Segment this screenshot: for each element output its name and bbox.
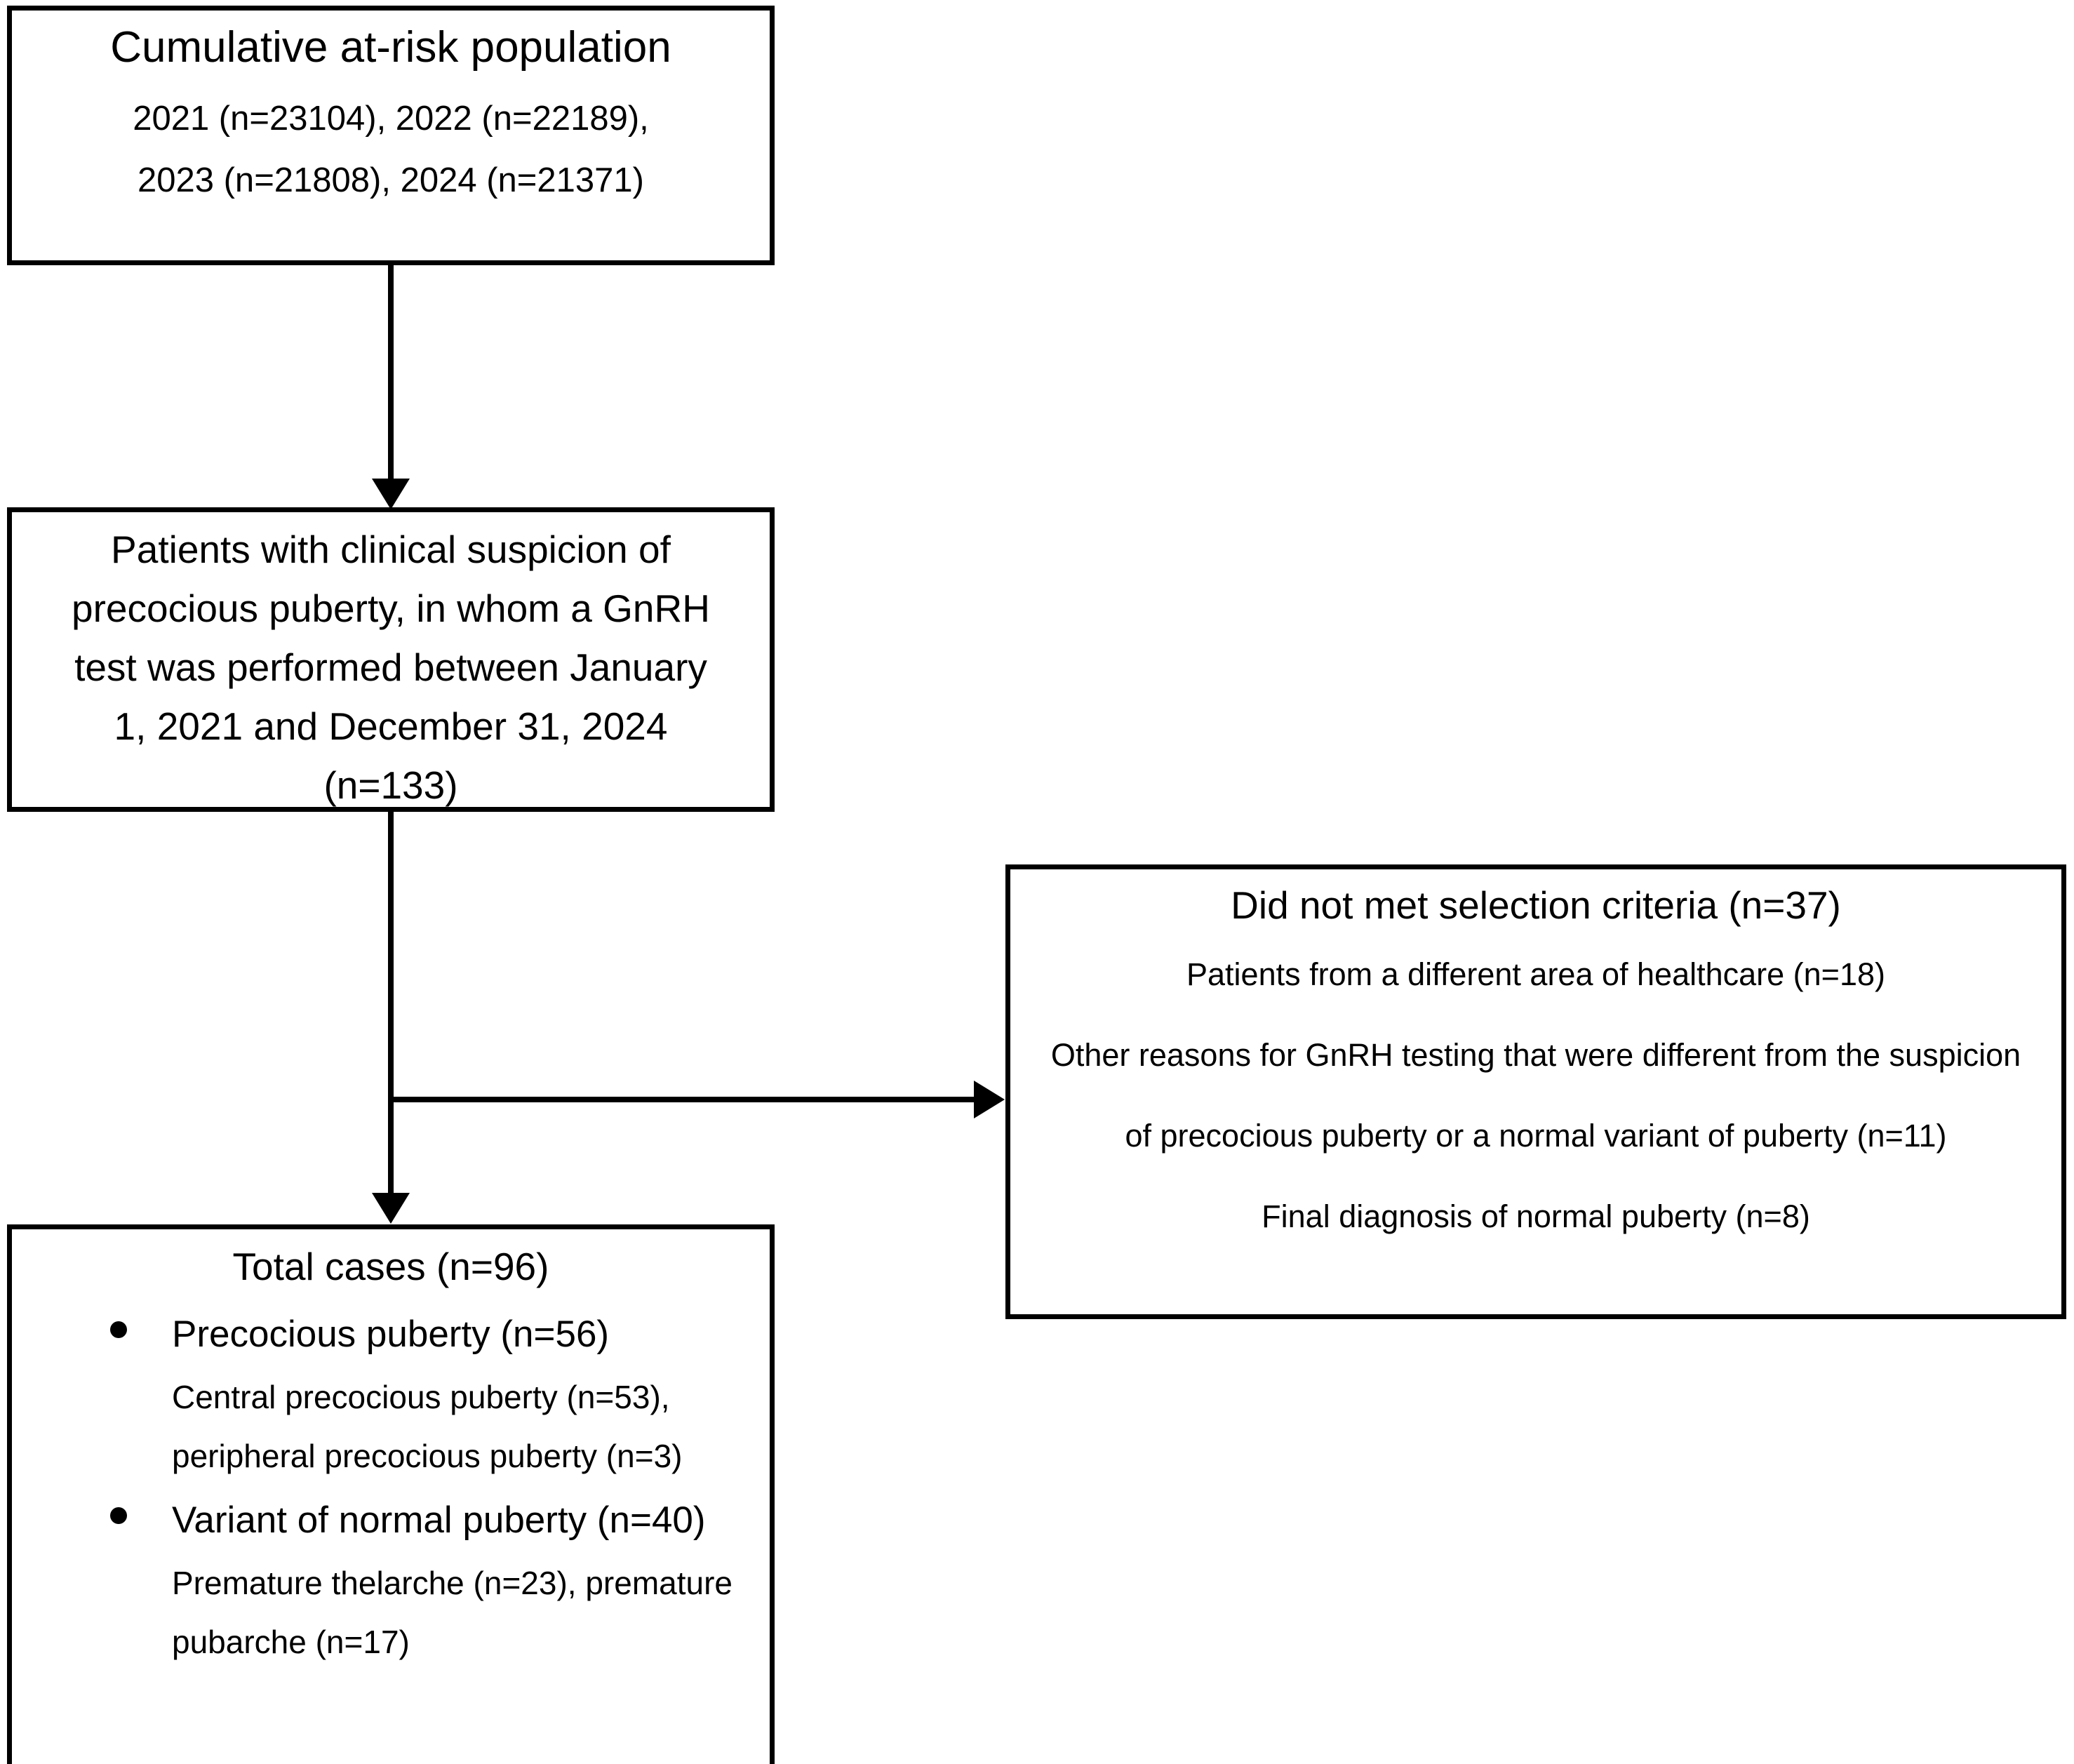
bullet-detail-line-3: Premature thelarche (n=23), premature: [172, 1565, 733, 1601]
box-suspicion-line-5: (n=133): [323, 763, 458, 807]
box-at-risk-line-1: 2021 (n=23104), 2022 (n=22189),: [133, 100, 649, 138]
box-clinical-suspicion: Patients with clinical suspicion of prec…: [7, 507, 775, 812]
connector-suspicion-to-excluded: [391, 1097, 974, 1102]
arrow-down-icon-total-cases: [372, 1193, 410, 1224]
bullet-detail-line-4: pubarche (n=17): [172, 1624, 410, 1660]
connector-at-risk-to-suspicion: [388, 265, 394, 481]
box-excluded-line-1: Patients from a different area of health…: [1186, 956, 1885, 992]
box-suspicion-line-4: 1, 2021 and December 31, 2024: [114, 704, 668, 748]
bullet-detail-variant-normal-puberty: Premature thelarche (n=23), premature pu…: [12, 1567, 770, 1658]
box-at-risk-title: Cumulative at-risk population: [110, 23, 671, 72]
box-excluded-line-2: Other reasons for GnRH testing that were…: [1050, 1037, 2021, 1073]
bullet-label-variant-normal-puberty: Variant of normal puberty (n=40): [172, 1499, 706, 1541]
arrow-right-icon-excluded: [974, 1081, 1005, 1118]
box-at-risk-line-2: 2023 (n=21808), 2024 (n=21371): [138, 161, 644, 199]
list-item: Variant of normal puberty (n=40): [12, 1502, 770, 1539]
box-total-cases: Total cases (n=96) Precocious puberty (n…: [7, 1224, 775, 1764]
box-suspicion-line-2: precocious puberty, in whom a GnRH: [72, 587, 710, 630]
box-suspicion-line-3: test was performed between January: [74, 646, 707, 689]
box-excluded-title: Did not met selection criteria (n=37): [1231, 883, 1841, 927]
connector-suspicion-to-total-cases: [388, 812, 394, 1194]
box-excluded-line-3: of precocious puberty or a normal varian…: [1125, 1118, 1947, 1154]
box-suspicion-body: Patients with clinical suspicion of prec…: [12, 512, 770, 805]
arrow-down-icon-suspicion: [372, 479, 410, 509]
box-did-not-meet-criteria: Did not met selection criteria (n=37) Pa…: [1005, 864, 2066, 1319]
box-suspicion-line-1: Patients with clinical suspicion of: [111, 528, 671, 571]
box-excluded-body: Patients from a different area of health…: [1010, 925, 2061, 1232]
bullet-dot-icon: [110, 1507, 127, 1524]
bullet-detail-precocious-puberty: Central precocious puberty (n=53), perip…: [12, 1381, 770, 1472]
bullet-detail-line-2: peripheral precocious puberty (n=3): [172, 1438, 683, 1474]
box-at-risk-body: 2021 (n=23104), 2022 (n=22189), 2023 (n=…: [12, 69, 770, 198]
bullet-detail-line-1: Central precocious puberty (n=53),: [172, 1379, 670, 1415]
bullet-label-precocious-puberty: Precocious puberty (n=56): [172, 1314, 610, 1355]
box-total-cases-title: Total cases (n=96): [232, 1245, 549, 1288]
box-cumulative-at-risk-population: Cumulative at-risk population 2021 (n=23…: [7, 6, 775, 265]
list-item: Precocious puberty (n=56): [12, 1316, 770, 1353]
box-excluded-line-4: Final diagnosis of normal puberty (n=8): [1262, 1198, 1810, 1234]
bullet-dot-icon: [110, 1321, 127, 1338]
